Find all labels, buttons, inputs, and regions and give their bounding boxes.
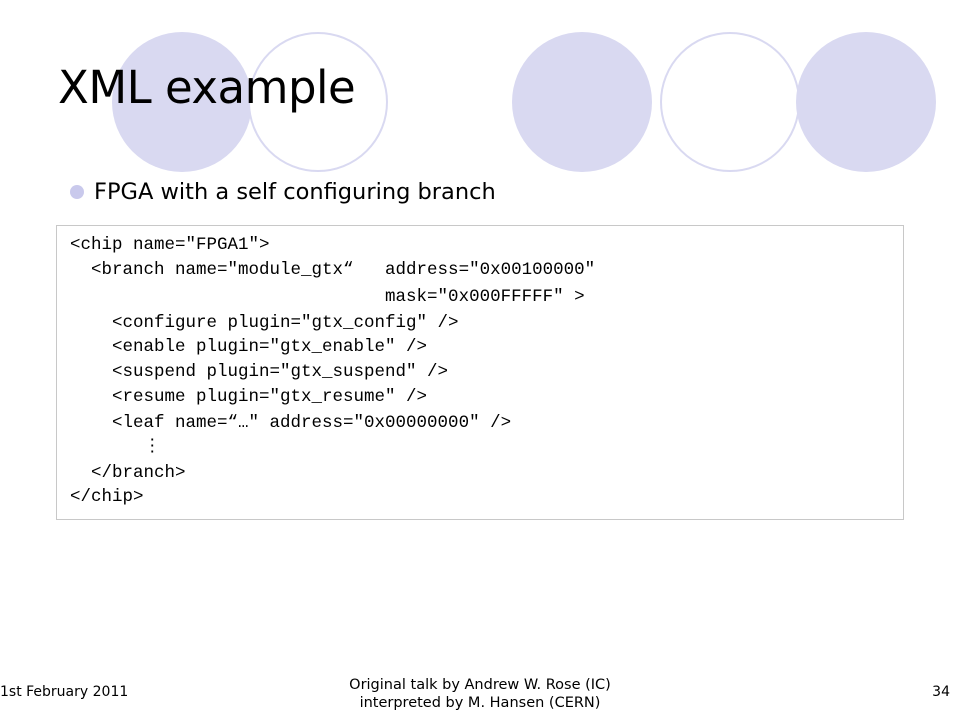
code-line: mask="0x000FFFFF" >	[70, 287, 585, 307]
code-line: <chip name="FPGA1">	[70, 235, 270, 255]
footer-credit-line-1: Original talk by Andrew W. Rose (IC)	[349, 677, 611, 693]
code-line: <configure plugin="gtx_config" />	[70, 313, 459, 333]
footer-date: 1st February 2011	[0, 684, 129, 700]
code-line: <leaf name=“…" address="0x00000000" />	[70, 413, 512, 433]
decorative-circle-2	[248, 32, 388, 172]
page-number: 34	[932, 684, 950, 700]
bullet-text: FPGA with a self configuring branch	[94, 179, 496, 205]
decorative-circle-4	[660, 32, 800, 172]
footer-credit-line-2: interpreted by M. Hansen (CERN)	[359, 695, 601, 711]
code-line: </chip>	[70, 487, 144, 507]
bullet-item: FPGA with a self configuring branch	[70, 172, 496, 212]
code-line: </branch>	[70, 463, 186, 483]
decorative-circle-5	[796, 32, 936, 172]
code-line: ⋮	[70, 437, 162, 457]
decorative-circle-3	[512, 32, 652, 172]
code-line: <branch name="module_gtx“ address="0x001…	[70, 260, 596, 280]
xml-code-block: <chip name="FPGA1"> <branch name="module…	[56, 225, 904, 520]
code-line: <enable plugin="gtx_enable" />	[70, 337, 428, 357]
slide-title: XML example	[58, 61, 356, 114]
bullet-dot-icon	[70, 185, 84, 199]
footer-credit: Original talk by Andrew W. Rose (IC) int…	[300, 676, 660, 712]
code-line: <resume plugin="gtx_resume" />	[70, 387, 428, 407]
code-line: <suspend plugin="gtx_suspend" />	[70, 362, 449, 382]
decorative-circle-1	[112, 32, 252, 172]
